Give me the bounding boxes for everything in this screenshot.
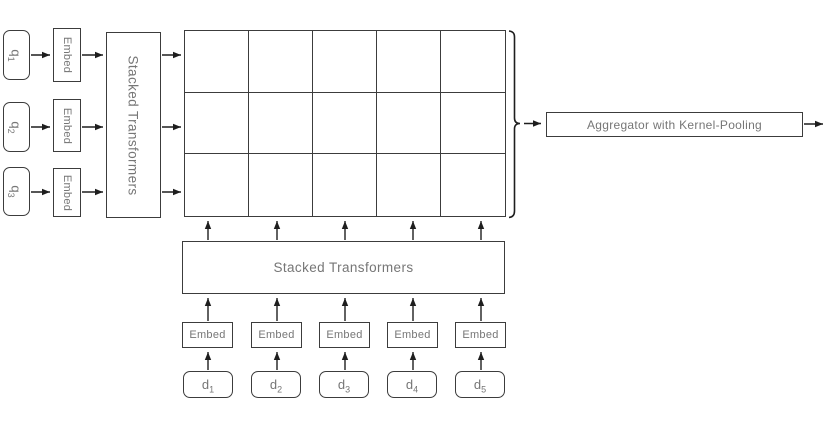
doc-token-label: d2 — [269, 377, 283, 395]
doc-token-label: d3 — [337, 377, 351, 395]
doc-token-label: d4 — [405, 377, 419, 395]
query-token-q1: q1 — [3, 30, 30, 80]
interaction-cell — [377, 31, 441, 93]
label-subscript: 3 — [345, 384, 351, 395]
interaction-cell — [313, 154, 377, 216]
interaction-cell — [185, 31, 249, 93]
label-base: q — [9, 48, 24, 57]
doc-token-label: d1 — [201, 377, 215, 395]
doc-token-d2: d2 — [251, 371, 301, 398]
embed-label: Embed — [258, 329, 295, 341]
interaction-cell — [185, 154, 249, 216]
doc-embed-1: Embed — [182, 322, 233, 348]
interaction-cell — [377, 92, 441, 155]
label-subscript: 2 — [6, 128, 17, 134]
embed-label: Embed — [462, 329, 499, 341]
query-token-q2: q2 — [3, 102, 30, 152]
query-encoder-label: Stacked Transformers — [126, 54, 142, 196]
doc-token-d1: d1 — [183, 371, 233, 398]
label-base: q — [9, 120, 24, 129]
doc-embed-2: Embed — [251, 322, 302, 348]
doc-token-d3: d3 — [319, 371, 369, 398]
document-encoder: Stacked Transformers — [182, 241, 505, 294]
query-token-label: q3 — [6, 185, 24, 198]
doc-token-d5: d5 — [455, 371, 505, 398]
query-embed-2: Embed — [53, 99, 81, 152]
doc-embed-5: Embed — [455, 322, 506, 348]
label-subscript: 3 — [6, 192, 17, 198]
aggregator: Aggregator with Kernel-Pooling — [546, 112, 803, 137]
interaction-cell — [377, 154, 441, 216]
embed-label: Embed — [189, 329, 226, 341]
embed-label: Embed — [61, 36, 74, 74]
interaction-cell — [313, 92, 377, 155]
query-embed-3: Embed — [53, 168, 81, 217]
query-embed-1: Embed — [53, 28, 81, 82]
label-subscript: 1 — [209, 384, 215, 395]
interaction-cell — [313, 31, 377, 93]
label-base: d — [405, 377, 414, 392]
embed-label: Embed — [61, 107, 74, 144]
doc-embed-4: Embed — [387, 322, 438, 348]
label-base: d — [201, 377, 210, 392]
interaction-cell — [441, 154, 505, 216]
interaction-grid — [184, 30, 506, 217]
label-base: d — [473, 377, 482, 392]
label-base: d — [337, 377, 346, 392]
doc-token-d4: d4 — [387, 371, 437, 398]
query-encoder: Stacked Transformers — [106, 32, 161, 218]
embed-label: Embed — [394, 329, 431, 341]
interaction-cell — [249, 31, 313, 93]
label-subscript: 2 — [277, 384, 283, 395]
interaction-cell — [441, 93, 505, 155]
interaction-cell — [441, 31, 505, 93]
doc-token-label: d5 — [473, 377, 487, 395]
query-token-q3: q3 — [3, 167, 30, 216]
label-subscript: 4 — [413, 384, 419, 395]
output-bracket — [508, 30, 521, 219]
query-token-label: q2 — [6, 120, 24, 134]
document-encoder-label: Stacked Transformers — [273, 260, 414, 275]
doc-embed-3: Embed — [319, 322, 370, 348]
label-subscript: 1 — [6, 56, 17, 62]
interaction-cell — [249, 92, 313, 155]
query-token-label: q1 — [6, 48, 24, 62]
label-subscript: 5 — [481, 384, 487, 395]
label-base: d — [269, 377, 278, 392]
embed-label: Embed — [61, 174, 74, 211]
interaction-cell — [185, 92, 249, 155]
aggregator-label: Aggregator with Kernel-Pooling — [586, 117, 763, 132]
embed-label: Embed — [326, 329, 363, 341]
interaction-cell — [249, 154, 313, 216]
